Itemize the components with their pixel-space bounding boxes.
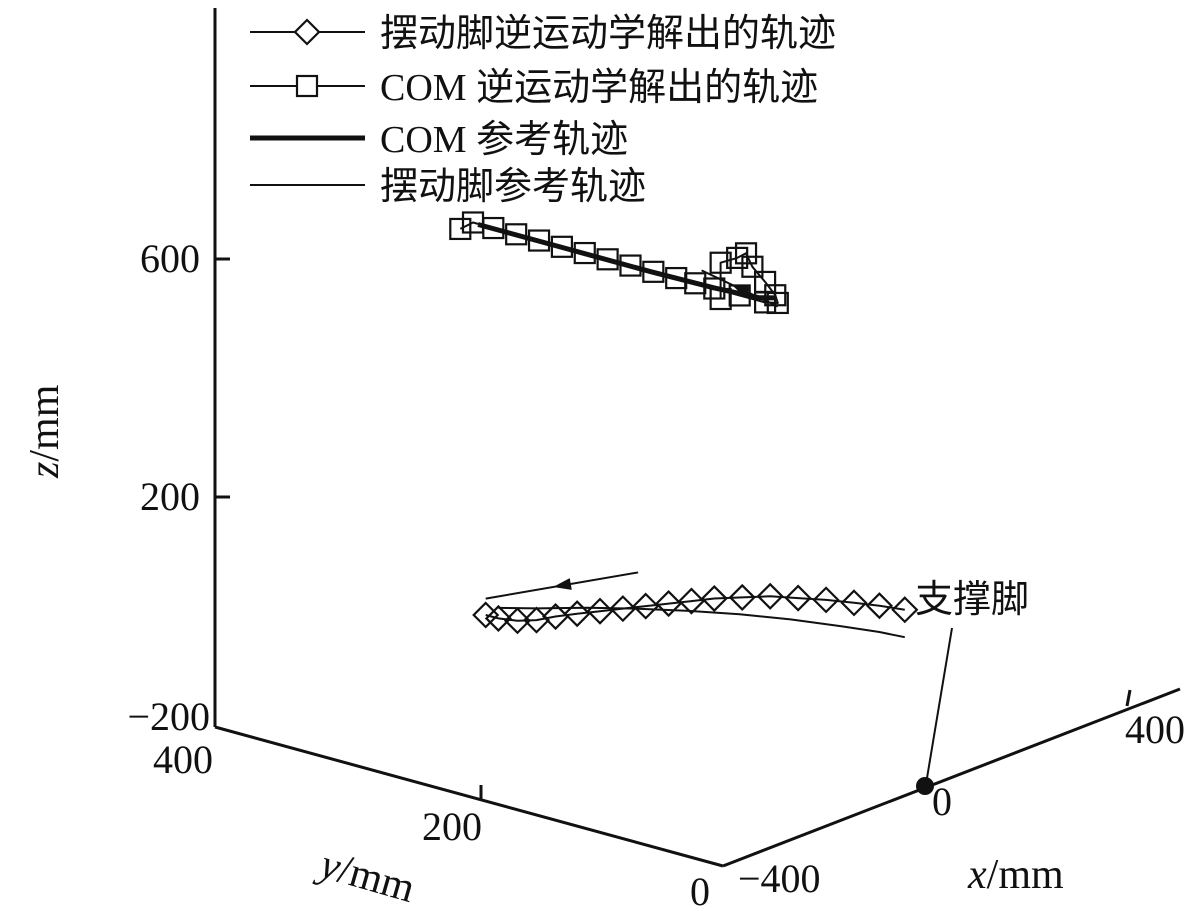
plot-lines [459,221,906,639]
com-ik-square-point [505,223,528,246]
plot-markers [449,211,934,795]
legend: 摆动脚逆运动学解出的轨迹 COM 逆运动学解出的轨迹 COM 参考轨迹 摆动脚参… [250,13,836,208]
support-foot-annotation: 支撑脚 [915,579,1029,621]
swing-ik-diamond-point [655,590,683,618]
com-ik-square-point [741,255,764,278]
swing-ik-diamond-point [503,607,532,635]
z-axis-unit: /mm [22,384,68,461]
swing-ik-diamond-point [541,602,570,631]
swing-ik-diamond-point [756,582,784,610]
y-axis-line [214,725,724,868]
swing-ik-diamond-point [609,595,637,623]
axes-frame [213,8,1181,868]
com-ik-square-point [573,241,596,265]
swing-ik-diamond-point [784,584,812,612]
com-reference-line [477,222,777,301]
swing-reference-line [498,606,906,639]
x-axis-line [722,687,1181,868]
legend-label: COM 逆运动学解出的轨迹 [380,67,818,109]
legend-label: COM 参考轨迹 [380,119,628,161]
swing-ik-diamond-point [484,604,512,633]
com-ik-square-point [684,272,707,295]
com-ik-square-point [726,246,749,269]
legend-square-marker [295,74,319,98]
swing-ik-diamond-point [700,584,728,613]
y-tick-label: 200 [422,804,482,849]
com-ik-square-point [728,284,751,307]
legend-diamond-marker [293,18,321,46]
y-tick-label: 0 [690,869,710,914]
swing-ik-line [485,595,905,622]
legend-label: 摆动脚参考轨迹 [380,166,646,208]
x-tick-400 [1125,689,1132,707]
x-axis-unit: /mm [987,852,1064,898]
z-axis-var: z [22,462,68,479]
swing-ik-diamond-point [891,596,919,624]
swing-ik-diamond-point [563,600,591,628]
com-ik-square-point [703,277,726,300]
z-tick-label: 200 [140,474,200,519]
x-tick-label: 400 [1125,707,1185,752]
swing-ik-diamond-point [865,592,893,620]
axis-titles: z/mm y/mm x/mm [22,384,1064,912]
z-tick-label: −200 [127,694,210,739]
z-tick-label: 600 [140,236,200,281]
plot-arrows [485,269,953,779]
com-ik-square-point [665,266,688,290]
com-ik-square-point [753,291,777,314]
com-ik-square-point [709,251,732,274]
y-axis-unit: /mm [333,847,420,913]
z-axis-title: z/mm [22,384,68,479]
swing-ik-diamond-point [728,583,756,611]
com-ik-square-point [550,235,574,258]
direction-arrow-head [731,284,751,298]
com-ik-square-point [461,211,485,234]
y-tick-label: 400 [153,737,213,782]
swing-ik-diamond-point [586,597,614,625]
swing-ik-diamond-point [632,592,660,620]
legend-entry-swing-ik: 摆动脚逆运动学解出的轨迹 [250,13,836,55]
com-ik-square-point [482,216,505,240]
legend-entry-com-ref: COM 参考轨迹 [250,119,628,161]
legend-entry-swing-ref: 摆动脚参考轨迹 [250,166,646,208]
swing-ik-diamond-point [840,589,868,617]
com-ik-square-point [642,260,665,283]
com-ik-square-point [766,291,789,315]
x-axis-title: x/mm [967,852,1064,898]
y-axis-title: y/mm [311,840,420,912]
legend-label: 摆动脚逆运动学解出的轨迹 [380,13,836,55]
com-ik-square-point [596,248,619,271]
x-axis-var: x [967,852,987,898]
swing-ik-diamond-point [812,586,840,614]
com-ik-square-point [527,229,551,252]
support-foot-label: 支撑脚 [915,579,1029,621]
com-ik-square-point [734,242,758,265]
x-tick-label: −400 [738,856,821,901]
swing-ik-diamond-point [677,587,705,615]
x-tick-label: 0 [932,779,952,824]
direction-arrow-head [553,578,572,590]
support-foot-point [916,777,934,795]
tick-labels: 600 200 −200 400 200 0 −400 0 400 [127,236,1185,914]
legend-entry-com-ik: COM 逆运动学解出的轨迹 [250,67,818,109]
support-foot-leader [926,627,953,779]
swing-ik-diamond-point [522,606,551,634]
com-ik-square-point [449,217,472,241]
com-ik-square-point [619,254,642,277]
